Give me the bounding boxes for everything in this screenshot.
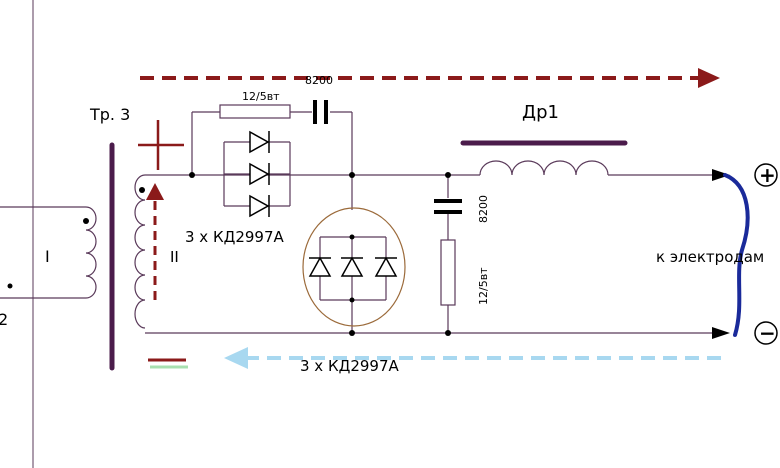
junction-dots bbox=[189, 172, 451, 336]
choke-coil bbox=[479, 160, 609, 176]
transformer-label: Тр. 3 bbox=[89, 105, 130, 124]
diode-array-circle bbox=[302, 207, 406, 327]
plus-polarity-mark bbox=[138, 120, 184, 170]
plus-terminal-label: + bbox=[759, 163, 776, 187]
bottom-diodes-label: 3 х КД2997А bbox=[300, 357, 399, 375]
primary-winding bbox=[0, 206, 97, 299]
output-minus-arrowhead bbox=[712, 327, 730, 339]
top-resistor-label: 12/5вт bbox=[242, 90, 280, 103]
primary-dot bbox=[83, 218, 89, 224]
secondary-winding bbox=[134, 174, 146, 329]
electrode-cable bbox=[723, 173, 750, 337]
top-diodes-label: 3 х КД2997А bbox=[185, 228, 284, 246]
bottom-diode-symbols bbox=[308, 256, 398, 277]
top-capacitor bbox=[313, 100, 328, 124]
minus-terminal bbox=[754, 321, 778, 345]
secondary-dot bbox=[139, 187, 145, 193]
plus-terminal bbox=[754, 163, 778, 187]
top-diode-symbols bbox=[249, 130, 270, 218]
side-number-label: 2 bbox=[0, 310, 8, 329]
return-current-arrowhead bbox=[224, 347, 248, 369]
top-resistor bbox=[219, 104, 291, 119]
output-plus-arrowhead bbox=[712, 169, 730, 181]
vertical-resistor-label: 12/5вт bbox=[477, 267, 490, 305]
choke-label: Др1 bbox=[522, 102, 559, 123]
vertical-resistor bbox=[440, 239, 456, 306]
top-capacitor-label: 8200 bbox=[305, 74, 333, 87]
secondary-winding-label: II bbox=[170, 248, 179, 266]
vertical-capacitor bbox=[434, 199, 462, 214]
minus-terminal-label: − bbox=[759, 321, 776, 345]
circuit-wires bbox=[145, 111, 722, 334]
side-dot bbox=[7, 283, 13, 289]
vertical-capacitor-label: 8200 bbox=[477, 195, 490, 223]
secondary-current-arrowhead bbox=[146, 183, 164, 200]
forward-current-arrowhead bbox=[698, 68, 720, 88]
primary-winding-label: I bbox=[45, 247, 50, 266]
electrodes-label: к электродам bbox=[656, 248, 764, 266]
